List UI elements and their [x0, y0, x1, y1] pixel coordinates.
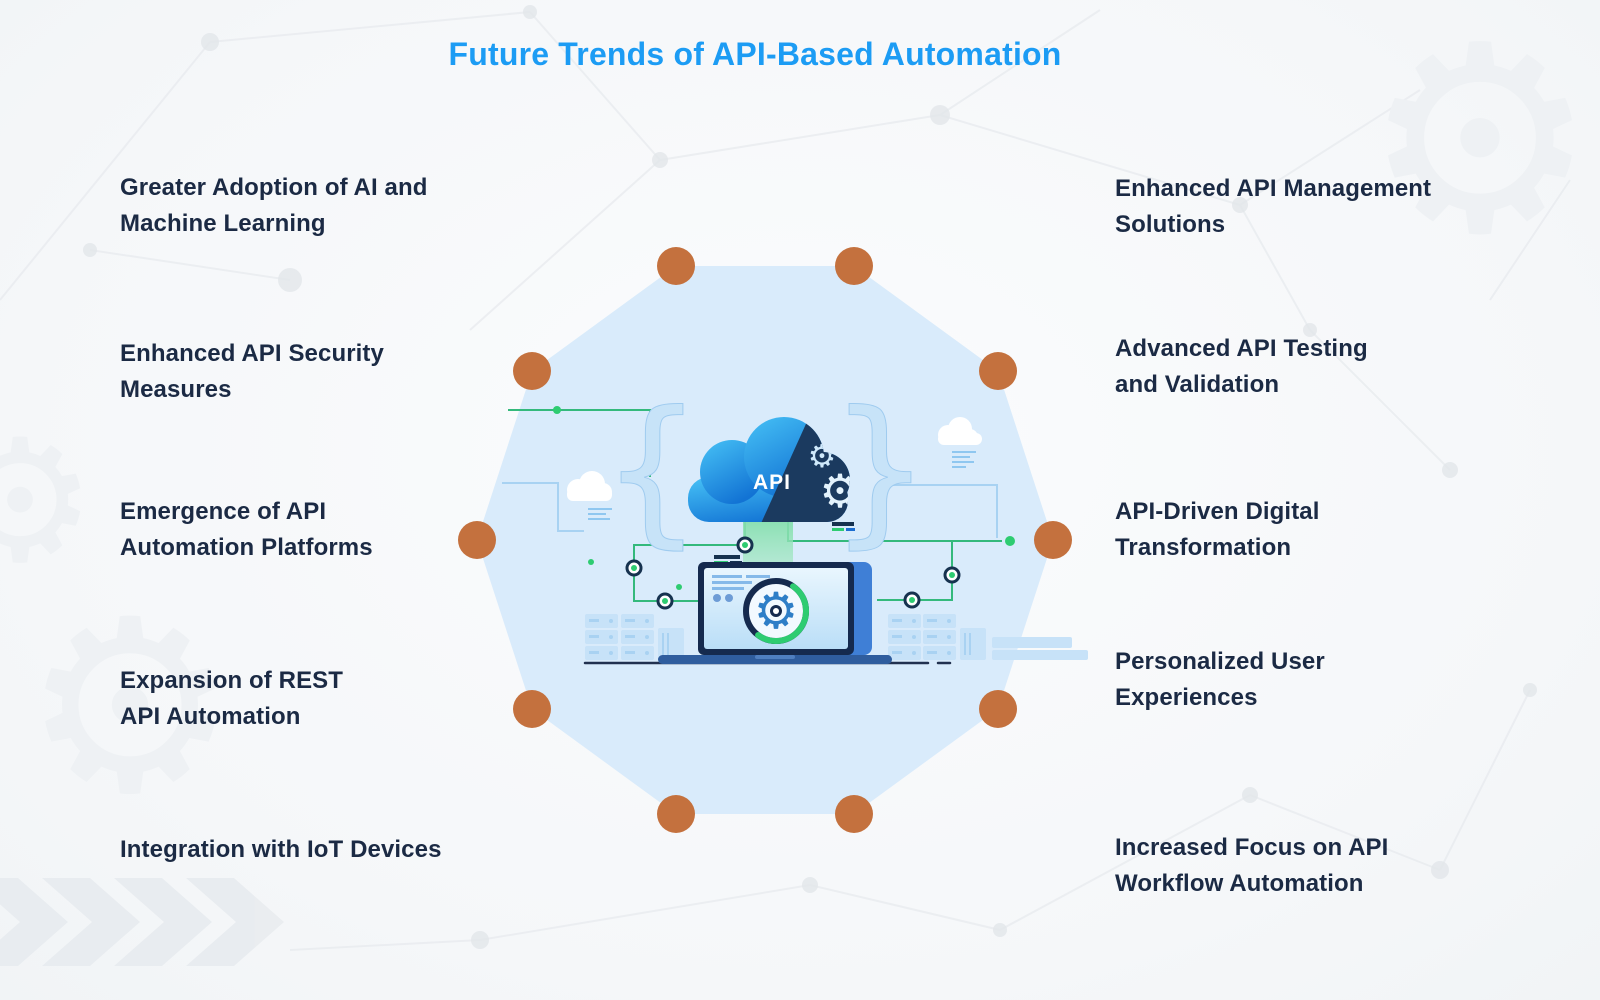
left-brace-icon: { — [601, 385, 703, 563]
network-node — [83, 5, 1537, 949]
vertex-dot — [1034, 521, 1072, 559]
trend-label-iot-devices: Integration with IoT Devices — [120, 836, 442, 863]
vertex-dot — [835, 247, 873, 285]
vertex-dot — [979, 352, 1017, 390]
vertex-dot — [657, 795, 695, 833]
vertex-dot — [513, 690, 551, 728]
small-cloud-icon — [938, 417, 982, 468]
server-rack-icon — [888, 614, 1088, 660]
trend-label-api-security: Enhanced API Security Measures — [120, 340, 384, 403]
vertex-dot — [657, 247, 695, 285]
gear-watermark: ⚙ ⚙ ⚙ — [0, 0, 1597, 847]
vertex-dot — [835, 795, 873, 833]
server-rack-icon — [585, 614, 684, 660]
small-cloud-icon — [567, 471, 612, 520]
trend-label-digital-transformation: API-Driven Digital Transformation — [1115, 498, 1320, 561]
svg-text:⚙: ⚙ — [22, 567, 237, 847]
trend-label-ai-ml: Greater Adoption of AI and Machine Learn… — [120, 174, 428, 237]
trend-label-personalized-ux: Personalized User Experiences — [1115, 648, 1325, 711]
vertex-dot — [979, 690, 1017, 728]
svg-text:⚙: ⚙ — [0, 403, 96, 601]
trend-label-api-testing: Advanced API Testing and Validation — [1115, 335, 1368, 398]
laptop-icon: ⚙ — [658, 562, 892, 664]
cloud-api-label: API — [753, 471, 791, 494]
gear-icon: ⚙ — [819, 464, 860, 518]
page-title: Future Trends of API-Based Automation — [448, 36, 1062, 72]
svg-text:⚙: ⚙ — [1363, 0, 1596, 292]
vertex-dot — [458, 521, 496, 559]
trend-label-workflow-automation: Increased Focus on API Workflow Automati… — [1115, 834, 1389, 897]
vertex-dot — [513, 352, 551, 390]
trend-label-api-management: Enhanced API Management Solutions — [1115, 175, 1432, 238]
center-illustration: { } ⚙ ⚙ API — [502, 385, 1088, 665]
circuit-node — [625, 536, 961, 610]
chevron-watermark — [0, 878, 284, 966]
trend-label-automation-platforms: Emergence of API Automation Platforms — [120, 498, 373, 561]
trend-label-rest-api: Expansion of REST API Automation — [120, 667, 344, 730]
